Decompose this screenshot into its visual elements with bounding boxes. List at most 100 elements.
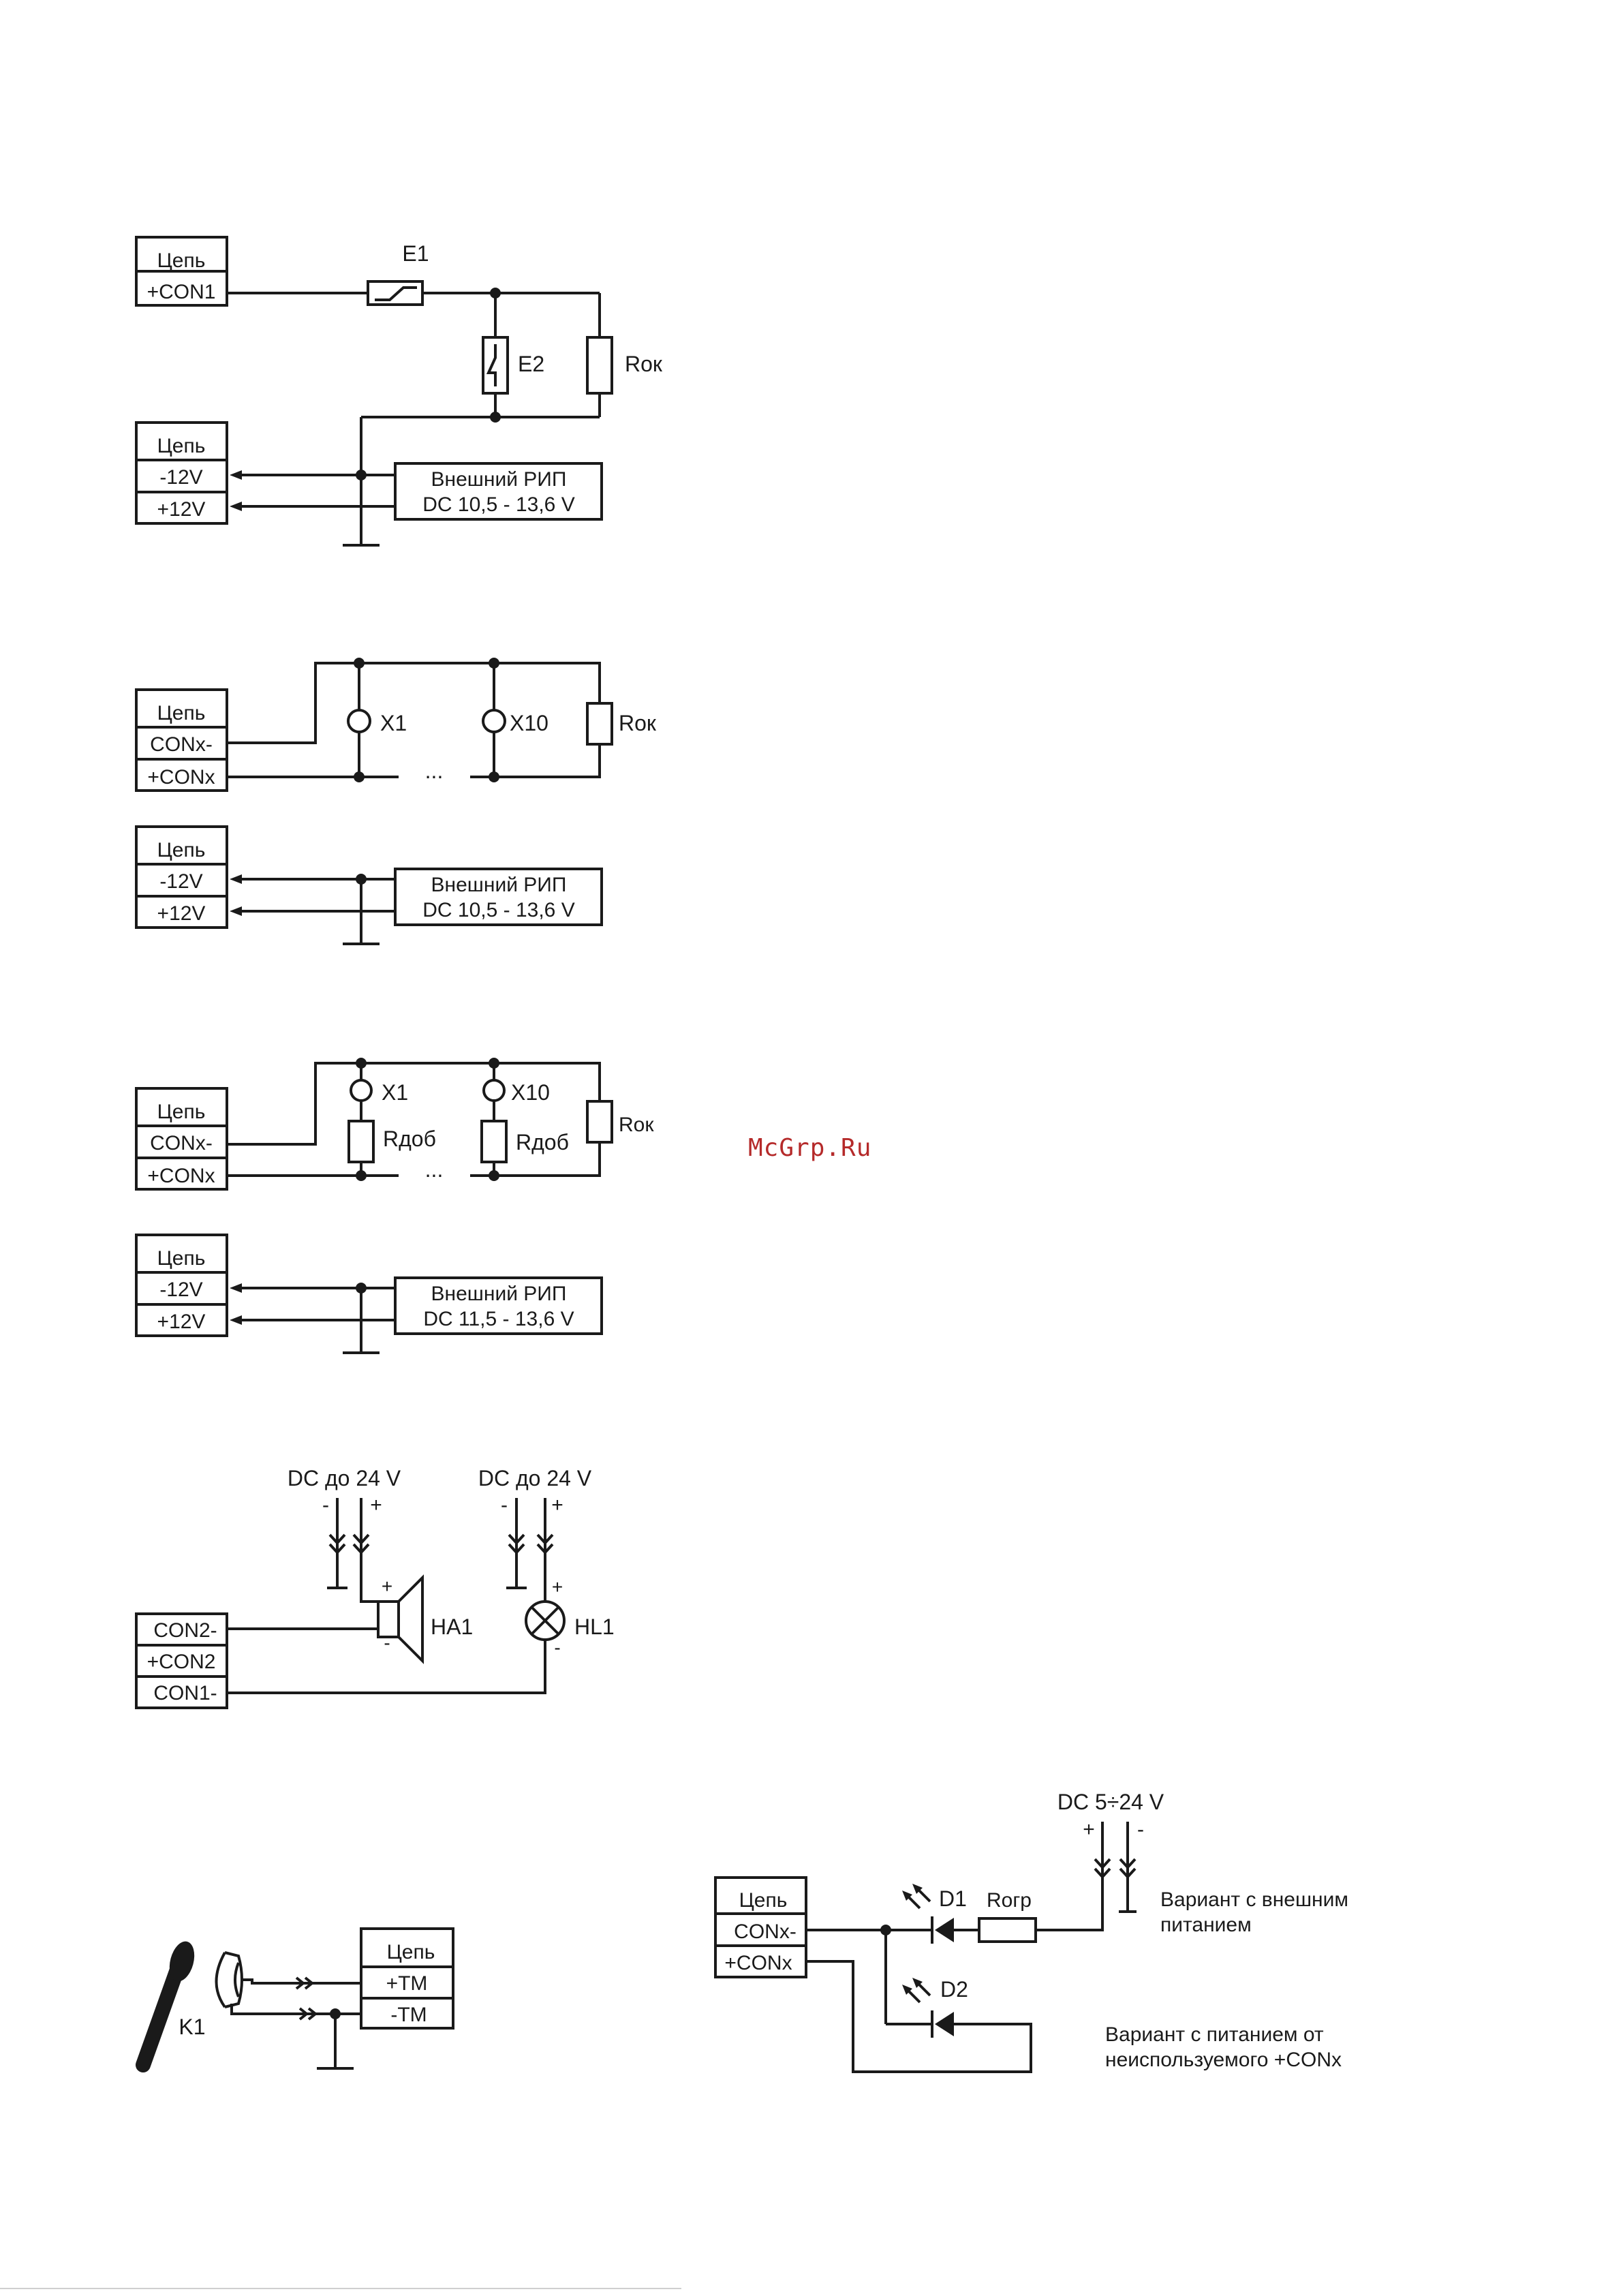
resistor-rdob-2 [480, 1120, 508, 1163]
resistor-rok-label: Rок [619, 711, 657, 735]
sensor-x10 [482, 1079, 506, 1102]
terminal-tm-minus: -TM [390, 2004, 427, 2026]
terminal-conx-plus: +CONx [724, 1952, 792, 1974]
terminal-box-title: Цепь [157, 839, 206, 861]
terminal-con2-minus: CON2- [153, 1619, 217, 1642]
source-2-label: DC до 24 V [478, 1466, 592, 1490]
terminal-box-power [135, 1234, 228, 1337]
terminal-minus-12v: -12V [159, 466, 202, 489]
lamp-hl1-label: HL1 [574, 1614, 615, 1639]
source-2-minus: - [501, 1494, 508, 1516]
psu-title: Внешний РИП [431, 468, 567, 491]
led-d1-label: D1 [939, 1886, 967, 1911]
led-d1 [935, 1918, 954, 1942]
terminal-tm-plus: +TM [386, 1972, 428, 1995]
terminal-box-title: Цепь [739, 1889, 788, 1912]
resistor-rdob-1-label: Rдоб [383, 1127, 436, 1151]
led-d2 [935, 2012, 954, 2036]
switch-e2-label: E2 [518, 352, 544, 376]
psu-title: Внешний РИП [431, 874, 567, 896]
ellipsis: ... [425, 759, 444, 783]
source-1-label: DC до 24 V [288, 1466, 401, 1490]
resistor-rok-label: Rок [619, 1114, 654, 1136]
switch-e1-label: E1 [402, 241, 429, 266]
diagram-5: K1 Цепь +TM -TM [136, 1927, 454, 2072]
external-psu [394, 1276, 603, 1335]
source-1-minus: - [322, 1494, 329, 1516]
terminal-box-con2 [135, 1612, 228, 1709]
terminal-conx-minus: CONx- [150, 1132, 213, 1154]
diagram-4: DC до 24 V - + DC до 24 V - + + - HA1 [135, 1466, 615, 1709]
resistor-rogr-label: Rогр [987, 1889, 1032, 1912]
source-2-plus: + [551, 1494, 563, 1516]
key-fob-icon [136, 1962, 185, 2072]
terminal-plus-12v: +12V [157, 1311, 206, 1333]
source-minus: - [1137, 1818, 1144, 1841]
resistor-rok [586, 336, 613, 395]
diagram-1: Цепь +CON1 E1 E2 Rок Цепь -12V +12V [135, 236, 663, 547]
watermark: McGrp.Ru [748, 1134, 871, 1162]
sensor-x10-label: X10 [511, 1080, 550, 1105]
key-k1-label: K1 [179, 2015, 205, 2039]
terminal-box-power [135, 825, 228, 929]
lamp-plus: + [552, 1576, 563, 1597]
psu-voltage: DC 10,5 - 13,6 V [422, 493, 574, 516]
terminal-plus-12v: +12V [157, 902, 206, 925]
sensor-x1 [350, 1079, 373, 1102]
siren-plus: + [382, 1576, 392, 1597]
siren-ha1-label: HA1 [431, 1614, 473, 1639]
sensor-x10 [482, 709, 506, 733]
terminal-con2-plus: +CON2 [147, 1651, 216, 1673]
terminal-box-title: Цепь [157, 1247, 206, 1270]
terminal-box-conx [135, 1087, 228, 1191]
psu-title: Внешний РИП [431, 1283, 567, 1305]
source-plus: + [1083, 1818, 1095, 1841]
terminal-conx-minus: CONx- [734, 1920, 797, 1943]
terminal-box-power [135, 421, 228, 525]
sensor-x1-label: X1 [382, 1080, 408, 1105]
psu-voltage: DC 11,5 - 13,6 V [423, 1308, 574, 1330]
terminal-box-title: Цепь [157, 702, 206, 724]
terminal-conx-plus: +CONx [147, 766, 215, 789]
terminal-box-conx [135, 688, 228, 792]
terminal-plus-12v: +12V [157, 498, 206, 521]
terminal-minus-12v: -12V [159, 1279, 202, 1301]
resistor-rok [586, 1100, 613, 1144]
terminal-box-conx [714, 1876, 807, 1978]
terminal-con1-label: +CON1 [147, 281, 216, 303]
external-psu [394, 868, 603, 926]
variant-unused-conx-note-2: неиспользуемого +CONx [1105, 2049, 1342, 2071]
resistor-rdob-1 [347, 1120, 375, 1163]
resistor-rok-label: Rок [625, 352, 663, 376]
resistor-rok [586, 702, 613, 746]
sensor-x1-label: X1 [380, 711, 407, 735]
siren-minus: - [384, 1632, 390, 1653]
terminal-con1-minus: CON1- [153, 1682, 217, 1704]
resistor-rogr [978, 1917, 1037, 1943]
external-psu [394, 462, 603, 521]
terminal-minus-12v: -12V [159, 870, 202, 893]
sensor-x10-label: X10 [510, 711, 548, 735]
lamp-minus: - [554, 1637, 560, 1658]
terminal-box-title: Цепь [157, 249, 206, 272]
variant-external-note-2: питанием [1160, 1914, 1252, 1936]
sensor-x1 [347, 709, 371, 733]
diagram-2: Цепь CONx- +CONx ... X1 X10 Rок Цепь -12… [135, 658, 657, 945]
terminal-conx-minus: CONx- [150, 733, 213, 756]
variant-external-note: Вариант с внешним [1160, 1888, 1348, 1911]
variant-unused-conx-note: Вариант с питанием от [1105, 2023, 1324, 2046]
terminal-conx-plus: +CONx [147, 1165, 215, 1187]
diagram-6: DC 5÷24 V + - Цепь CONx- +CONx D1 [714, 1790, 1348, 2073]
led-d2-label: D2 [940, 1977, 968, 2002]
source-label: DC 5÷24 V [1057, 1790, 1164, 1814]
reader-icon [215, 1952, 226, 2008]
source-1-plus: + [370, 1494, 382, 1516]
terminal-box-title: Цепь [157, 435, 206, 457]
terminal-box-tm [360, 1927, 454, 2030]
terminal-box-title: Цепь [157, 1101, 206, 1123]
psu-voltage: DC 10,5 - 13,6 V [422, 899, 574, 921]
resistor-rdob-2-label: Rдоб [516, 1130, 569, 1154]
ellipsis: ... [425, 1157, 444, 1182]
diagram-3: Цепь CONx- +CONx ... X1 Rдоб X10 Rдоб Rо… [135, 1058, 654, 1354]
